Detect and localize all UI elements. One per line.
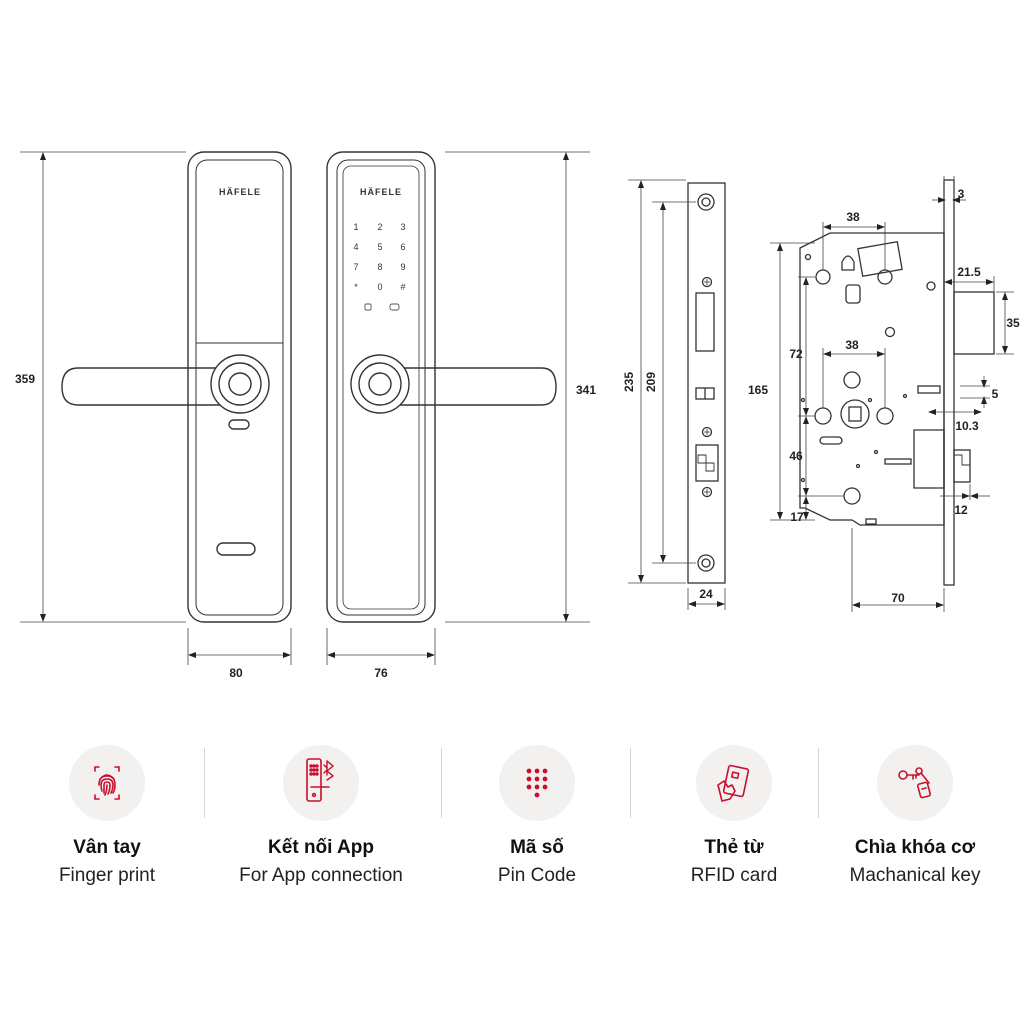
dim-70: 70 bbox=[891, 591, 905, 605]
dim-12: 12 bbox=[954, 503, 968, 517]
front-brand-text: HÄFELE bbox=[219, 187, 261, 197]
dim-21-5: 21.5 bbox=[957, 265, 981, 279]
dim-5: 5 bbox=[992, 387, 999, 401]
dim-24: 24 bbox=[699, 587, 713, 601]
keypad-key: * bbox=[354, 282, 358, 292]
feature-title: Thẻ từ bbox=[704, 837, 764, 858]
feature-app-connection: Kết nối App For App connection bbox=[221, 740, 421, 887]
keypad-icon bbox=[499, 745, 575, 821]
separator bbox=[204, 748, 205, 818]
feature-pin-code: Mã số Pin Code bbox=[437, 740, 637, 887]
front-height-label: 359 bbox=[15, 372, 35, 386]
back-brand-text: HÄFELE bbox=[360, 187, 402, 197]
back-height-label: 341 bbox=[576, 383, 596, 397]
dim-17: 17 bbox=[790, 510, 804, 524]
keypad-key: 0 bbox=[377, 282, 382, 292]
feature-subtitle: RFID card bbox=[690, 865, 778, 886]
back-rose bbox=[350, 354, 410, 414]
dim-209: 209 bbox=[644, 372, 658, 392]
back-width-label: 76 bbox=[374, 666, 388, 680]
lock-icon bbox=[364, 303, 372, 311]
keypad-key: 1 bbox=[353, 222, 358, 232]
latch-bolt bbox=[953, 291, 995, 355]
mechanical-key-icon bbox=[877, 745, 953, 821]
dim-10-3: 10.3 bbox=[955, 419, 979, 433]
dim-38-mid: 38 bbox=[845, 338, 859, 352]
faceplate-view bbox=[687, 182, 726, 584]
dim-38-top: 38 bbox=[846, 210, 860, 224]
keypad-key: 6 bbox=[400, 242, 405, 252]
feature-subtitle: Finger print bbox=[58, 865, 156, 886]
rfid-card-icon bbox=[696, 745, 772, 821]
feature-title: Chìa khóa cơ bbox=[854, 837, 976, 858]
back-handle bbox=[383, 367, 557, 406]
keypad-key: 3 bbox=[400, 222, 405, 232]
feature-title: Kết nối App bbox=[268, 837, 374, 858]
key-cylinder bbox=[228, 419, 250, 430]
feature-rfid-card: Thẻ từ RFID card bbox=[634, 740, 834, 887]
keypad-key: 2 bbox=[377, 222, 382, 232]
deadbolt-hole bbox=[695, 444, 719, 482]
dim-35: 35 bbox=[1006, 316, 1020, 330]
separator bbox=[441, 748, 442, 818]
fingerprint-sensor bbox=[228, 372, 252, 396]
separator bbox=[630, 748, 631, 818]
feature-title: Vân tay bbox=[73, 837, 141, 858]
latch-hole bbox=[695, 292, 715, 352]
front-handle bbox=[61, 367, 231, 406]
mortise-body bbox=[799, 179, 995, 586]
keypad-key: 7 bbox=[353, 262, 358, 272]
separator bbox=[818, 748, 819, 818]
keypad-key: 5 bbox=[377, 242, 382, 252]
deadbolt bbox=[953, 449, 971, 483]
front-width-label: 80 bbox=[229, 666, 243, 680]
feature-subtitle: Machanical key bbox=[849, 865, 981, 886]
feature-subtitle: Pin Code bbox=[497, 865, 577, 886]
feature-subtitle: For App connection bbox=[239, 865, 403, 886]
front-view bbox=[61, 151, 292, 623]
keypad-key: 8 bbox=[377, 262, 382, 272]
keypad-key: 4 bbox=[353, 242, 358, 252]
fingerprint-icon bbox=[69, 745, 145, 821]
keypad-digits: 1 2 3 4 5 6 7 8 9 * 0 # bbox=[353, 222, 405, 292]
dim-165: 165 bbox=[748, 383, 768, 397]
dim-46: 46 bbox=[789, 449, 803, 463]
dim-72: 72 bbox=[789, 347, 803, 361]
feature-mechanical-key: Chìa khóa cơ Machanical key bbox=[815, 740, 1015, 887]
keypad-key: # bbox=[400, 282, 405, 292]
bell-icon bbox=[389, 303, 400, 311]
dim-235: 235 bbox=[622, 372, 636, 392]
keypad-key: 9 bbox=[400, 262, 405, 272]
features-row: Vân tay Finger print Kết nối App For App… bbox=[0, 740, 1024, 940]
card-slot bbox=[216, 542, 256, 556]
feature-fingerprint: Vân tay Finger print bbox=[7, 740, 207, 887]
dim-3: 3 bbox=[958, 187, 965, 201]
app-connection-icon bbox=[283, 745, 359, 821]
feature-title: Mã số bbox=[510, 837, 564, 858]
back-view bbox=[326, 151, 557, 623]
